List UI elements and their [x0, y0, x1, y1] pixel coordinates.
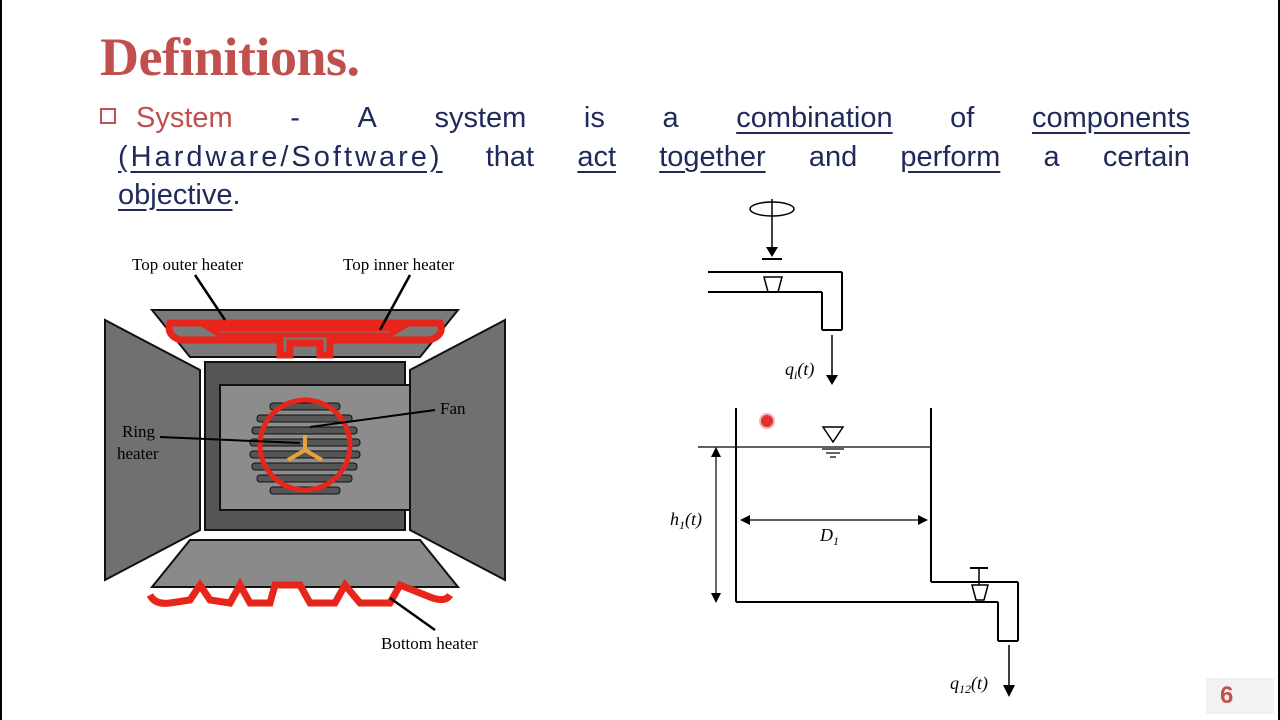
word: system — [434, 102, 527, 134]
level-symbol — [821, 426, 845, 444]
label-d1: D1 — [819, 525, 839, 548]
word: is — [583, 102, 605, 134]
tank-diagram: qi(t) h1(t) D1 q12(t) — [670, 199, 1019, 697]
bullet-icon — [100, 108, 116, 124]
ring-heater — [257, 397, 353, 493]
oven-right-panel — [409, 318, 506, 582]
label-q12: q12(t) — [950, 673, 988, 696]
page-number: 6 — [1206, 678, 1274, 714]
label-ring: Ring — [122, 422, 156, 441]
pointer-cursor-icon — [761, 415, 773, 427]
word: a — [662, 102, 679, 134]
label-heater: heater — [117, 444, 159, 463]
arrow-fan — [309, 409, 436, 428]
top-outer-heater — [165, 319, 445, 359]
fan-blades — [286, 435, 324, 462]
word: certain — [1102, 141, 1190, 173]
word-underlined: components — [1031, 102, 1190, 134]
inlet-valve — [763, 276, 783, 293]
slide-border-right — [1278, 0, 1280, 720]
slide-title: Definitions. — [100, 27, 360, 87]
definition-term: System — [136, 102, 233, 134]
word: A — [357, 102, 377, 134]
bottom-heater — [146, 577, 453, 607]
definition-line-3: objective. — [118, 179, 241, 212]
arrow-ring — [159, 436, 301, 444]
oven-diagram: Top outer heater Top inner heater Ring h… — [104, 255, 506, 653]
word: and — [808, 141, 858, 173]
word-underlined: (Hardware/Software) — [118, 141, 443, 173]
label-fan: Fan — [440, 399, 466, 418]
arrow-head — [766, 247, 778, 257]
slide-border-left — [0, 0, 2, 720]
word-underlined: together — [659, 141, 766, 173]
word-underlined: objective — [118, 179, 233, 211]
label-top-inner: Top inner heater — [343, 255, 454, 274]
definition-line-2: (Hardware/Software) that act together an… — [118, 141, 1190, 174]
arrow-top-outer — [193, 274, 227, 321]
period: . — [232, 179, 241, 211]
label-qi: qi(t) — [785, 359, 814, 382]
oven-left-panel — [104, 318, 201, 582]
outlet-valve — [971, 584, 989, 601]
definition-dash: - — [290, 102, 300, 134]
word: a — [1043, 141, 1060, 173]
label-top-outer: Top outer heater — [132, 255, 243, 274]
word: that — [485, 141, 535, 173]
word-underlined: act — [577, 141, 616, 173]
word: of — [950, 102, 975, 134]
label-h1: h1(t) — [670, 509, 702, 532]
word-underlined: perform — [900, 141, 1001, 173]
definition-term-group: System — [100, 102, 233, 135]
arrow-bottom — [389, 596, 436, 632]
top-inner-heater — [200, 326, 410, 338]
definition-line-1: System - A system is a combination of co… — [100, 102, 1190, 135]
word-underlined: combination — [736, 102, 893, 134]
oven-bottom-panel — [149, 539, 461, 588]
arrow-top-inner — [378, 274, 412, 331]
label-bottom-heater: Bottom heater — [381, 634, 478, 653]
